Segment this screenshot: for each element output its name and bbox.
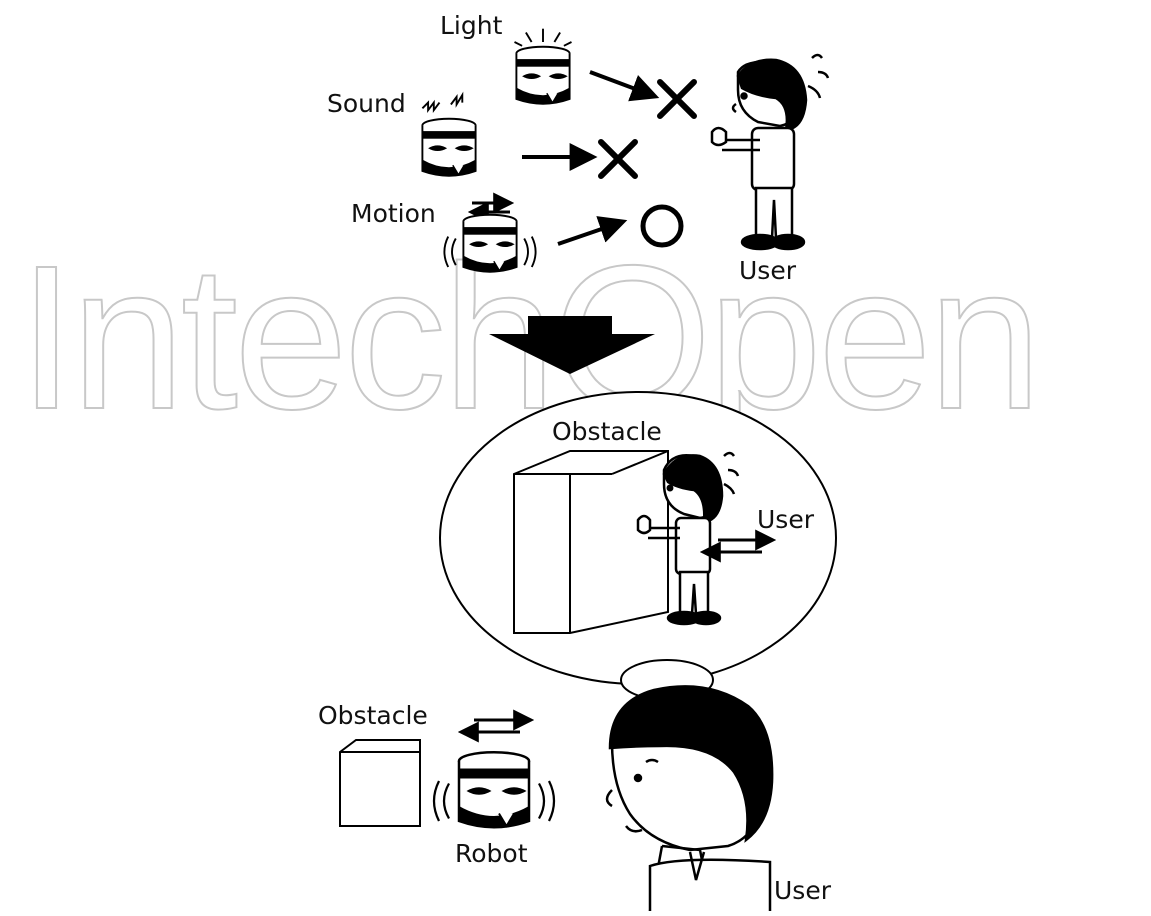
robot-icon — [432, 751, 556, 829]
down-arrow-icon — [489, 316, 655, 374]
motion-arrows-icon — [467, 192, 515, 223]
bottom-user-label: User — [774, 876, 832, 905]
bubble-obstacle-box — [513, 450, 669, 634]
arrow-motion — [557, 216, 628, 246]
obstacle-box — [339, 739, 421, 827]
light-robot-icon — [514, 28, 572, 105]
robot-motion-arrows-icon — [457, 709, 535, 743]
arrow-light — [589, 70, 660, 102]
bubble-obstacle-label: Obstacle — [552, 417, 662, 446]
obstacle-label: Obstacle — [318, 701, 428, 730]
bottom-scene: Obstacle Robot — [318, 685, 832, 912]
stimulus-label-sound: Sound — [327, 89, 406, 118]
startled-user-icon — [710, 53, 830, 251]
sound-robot-icon — [421, 91, 477, 177]
bubble-user-icon — [636, 451, 740, 626]
stimulus-label-motion: Motion — [351, 199, 436, 228]
bubble-user-label: User — [757, 505, 815, 534]
top-user-label: User — [739, 256, 797, 285]
top-panel: Light Sound — [327, 11, 830, 285]
thought-bubble: Obstacle User — [439, 391, 837, 720]
cross-icon-light — [657, 79, 697, 119]
cross-icon-sound — [598, 139, 638, 179]
bubble-motion-arrows-icon — [699, 529, 777, 563]
large-user-icon — [605, 685, 774, 912]
circle-icon-motion — [640, 204, 684, 248]
robot-label: Robot — [455, 839, 528, 868]
stimulus-label-light: Light — [440, 11, 503, 40]
motion-robot-icon — [443, 213, 537, 273]
